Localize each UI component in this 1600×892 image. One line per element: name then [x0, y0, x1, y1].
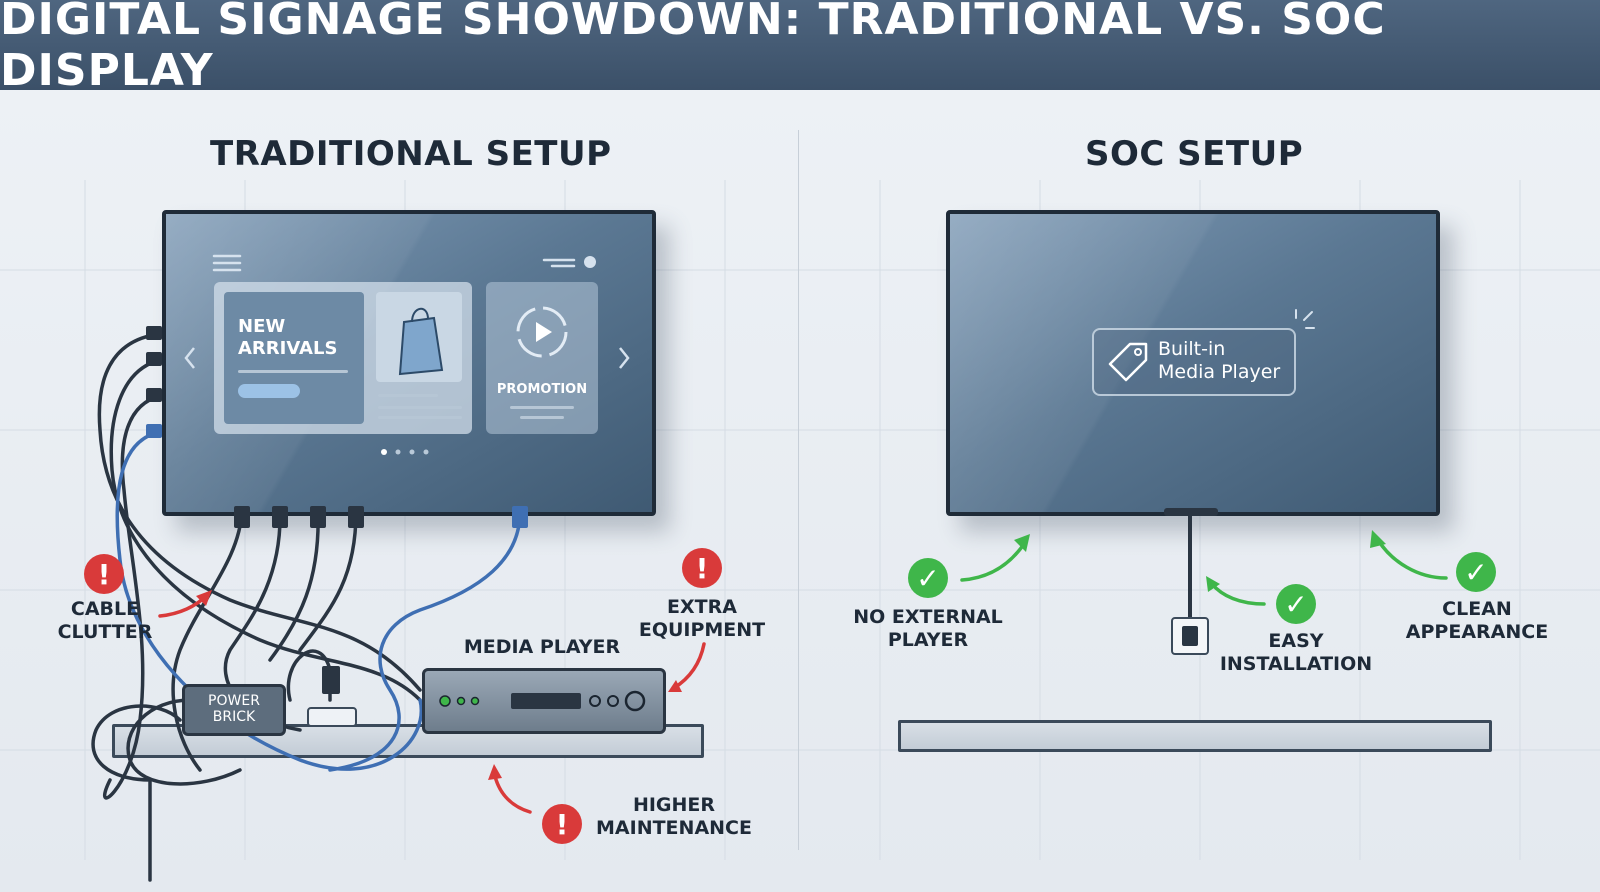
media-player-front-panel [439, 690, 646, 712]
soc-heading: SOC SETUP [1085, 134, 1304, 174]
header-bar: DIGITAL SIGNAGE SHOWDOWN: TRADITIONAL VS… [0, 0, 1600, 96]
screen-chrome [184, 254, 630, 455]
checkmark-icon: ✓ [908, 558, 948, 598]
issue-cable-clutter: CABLE CLUTTER [57, 598, 153, 643]
warning-icon: ! [542, 804, 582, 844]
bag-image [376, 292, 462, 382]
power-brick: POWER BRICK [182, 684, 286, 736]
media-player-label: MEDIA PLAYER [463, 636, 621, 658]
warning-icon: ! [682, 548, 722, 588]
soc-shelf [898, 720, 1492, 752]
benefit-no-external-player: NO EXTERNAL PLAYER [853, 606, 1003, 651]
card-button [238, 384, 300, 398]
traditional-heading: TRADITIONAL SETUP [210, 134, 612, 174]
sparkle-icon [1295, 309, 1315, 329]
checkmark-icon: ✓ [1456, 552, 1496, 592]
carousel-card-new-arrivals: NEW ARRIVALS [214, 282, 472, 434]
card-new-arrivals-title: NEW ARRIVALS [238, 316, 338, 359]
warning-icon: ! [84, 554, 124, 594]
checkmark-icon: ✓ [1276, 584, 1316, 624]
benefit-easy-installation: EASY INSTALLATION [1219, 630, 1373, 675]
benefit-clean-appearance: CLEAN APPEARANCE [1405, 598, 1549, 643]
issue-extra-equipment: EXTRA EQUIPMENT [638, 596, 766, 641]
built-in-player-label: Built-in Media Player [1158, 338, 1281, 383]
play-icon [516, 306, 568, 358]
carousel-card-promotion: PROMOTION [486, 282, 598, 434]
page-title: DIGITAL SIGNAGE SHOWDOWN: TRADITIONAL VS… [0, 0, 1386, 96]
media-player-box [422, 668, 666, 734]
promotion-label: PROMOTION [496, 382, 588, 397]
shopping-bag-icon [398, 307, 444, 376]
built-in-player-badge: Built-in Media Player [1092, 328, 1296, 396]
tag-icon [1108, 342, 1148, 382]
section-divider [798, 130, 799, 850]
issue-higher-maintenance: HIGHER MAINTENANCE [596, 794, 752, 839]
power-brick-label: POWER BRICK [208, 693, 260, 725]
